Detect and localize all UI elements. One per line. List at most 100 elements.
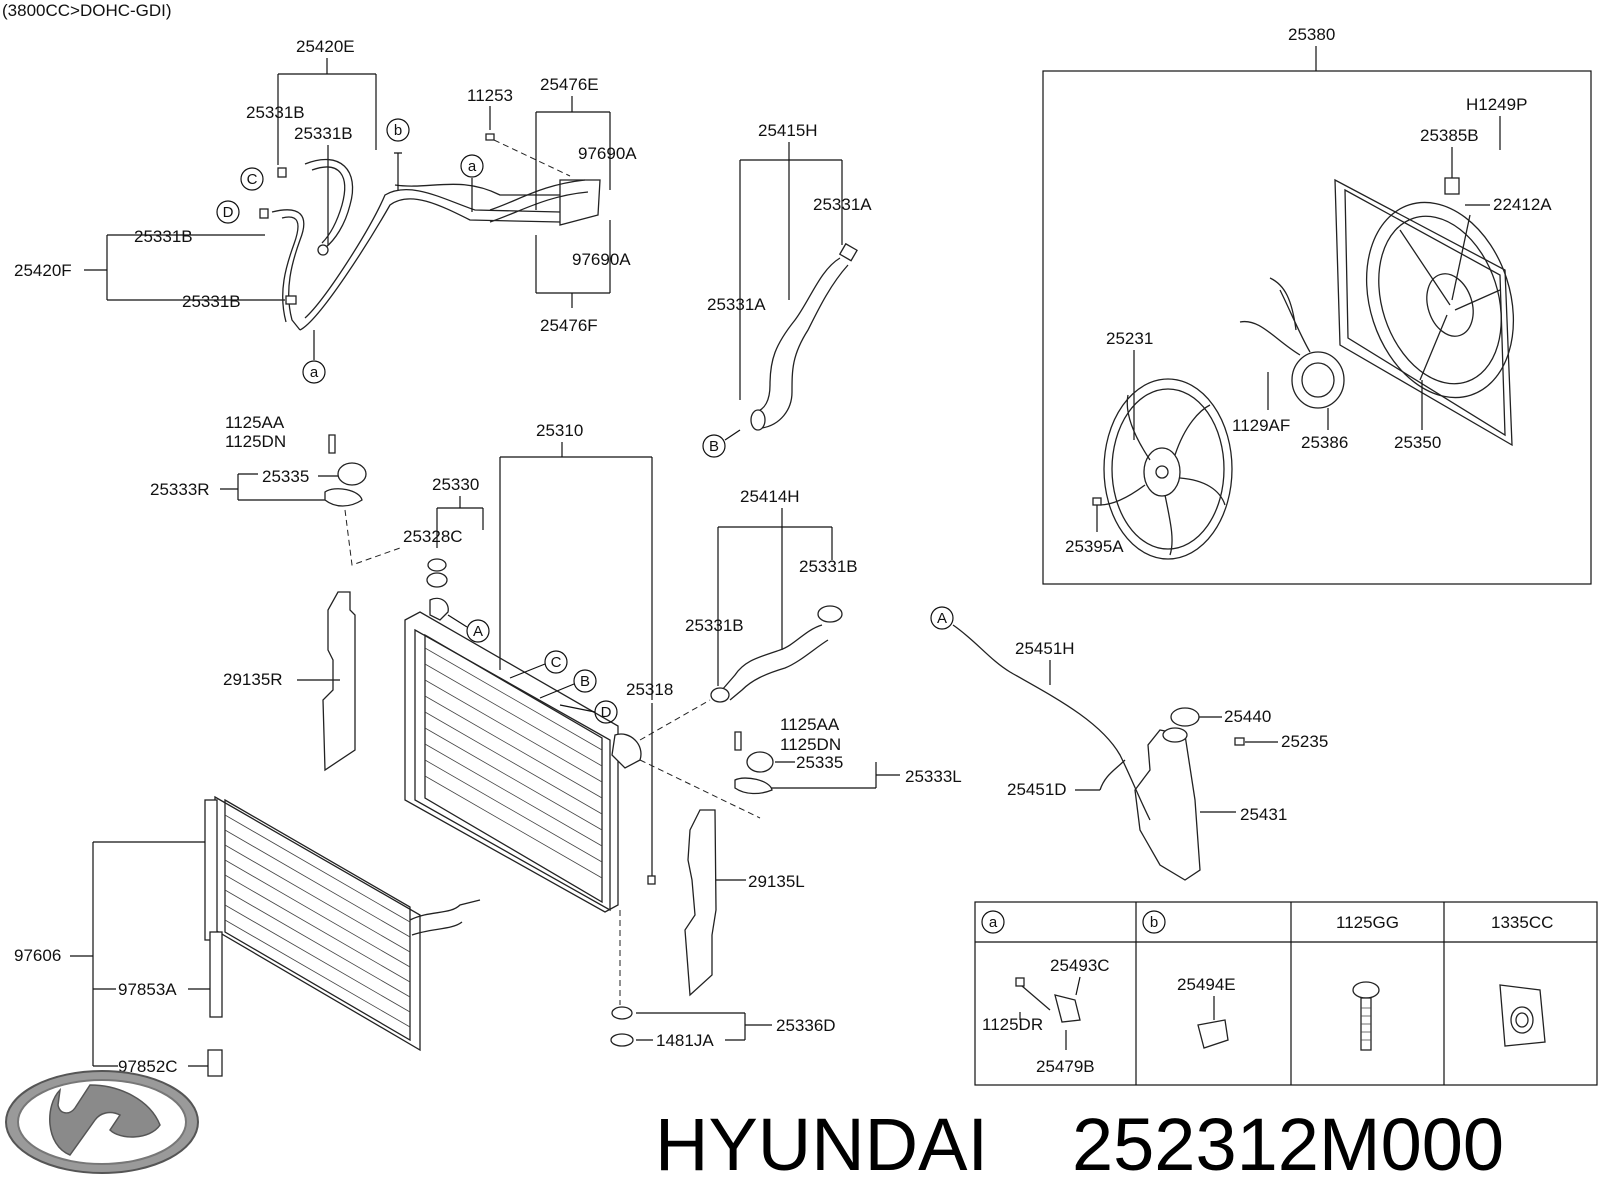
label-25331B: 25331B xyxy=(134,227,193,246)
right-mount-group: 1125AA 1125DN 25335 25333L 29135L xyxy=(684,715,962,997)
label-25331B: 25331B xyxy=(294,124,353,143)
label-25494E: 25494E xyxy=(1177,975,1236,994)
label-29135L: 29135L xyxy=(748,872,805,891)
label-25415H: 25415H xyxy=(758,121,818,140)
condenser-group: 97606 97853A 97852C xyxy=(14,795,481,1077)
label-25331B: 25331B xyxy=(182,292,241,311)
label-25493C: 25493C xyxy=(1050,956,1110,975)
ref-circle-c xyxy=(240,167,264,191)
engine-variant-note: (3800CC>DOHC-GDI) xyxy=(2,1,172,20)
ref-letter-b-upper: B xyxy=(709,438,719,455)
label-1125AA: 1125AA xyxy=(225,413,285,432)
ref-letter-a-upper: A xyxy=(473,623,483,640)
ref-circle-d xyxy=(216,200,240,224)
label-25333R: 25333R xyxy=(150,480,210,499)
label-1481JA: 1481JA xyxy=(656,1031,714,1050)
ref-letter-a: a xyxy=(468,158,477,175)
label-1125DN: 1125DN xyxy=(225,432,286,451)
label-25330: 25330 xyxy=(432,475,479,494)
ref-circle-b xyxy=(386,118,410,142)
table-header-1335CC: 1335CC xyxy=(1491,913,1553,932)
label-H1249P: H1249P xyxy=(1466,95,1527,114)
coolant-reservoir-group: A 25451H 25451D 25440 25235 25431 xyxy=(930,606,1328,881)
label-25336D: 25336D xyxy=(776,1016,836,1035)
label-25331A: 25331A xyxy=(707,295,766,314)
lower-radiator-hose-group: 25414H 25331B 25331B xyxy=(685,487,858,703)
label-29135R: 29135R xyxy=(223,670,283,689)
label-25386: 25386 xyxy=(1301,433,1348,452)
table-header-b-circle xyxy=(1142,910,1166,934)
ref-letter-a-reservoir: A xyxy=(937,610,947,627)
ref-circle-a-upper xyxy=(466,619,490,643)
label-25395A: 25395A xyxy=(1065,537,1124,556)
label-25451D: 25451D xyxy=(1007,780,1067,799)
label-97606: 97606 xyxy=(14,946,61,965)
left-mount-group: 1125AA 1125DN 25335 25333R 29135R xyxy=(150,413,401,772)
table-header-a-circle xyxy=(981,910,1005,934)
drain-plug-group: 25336D 1481JA xyxy=(610,910,836,1050)
fan-assembly-box xyxy=(1042,70,1592,585)
label-25331B: 25331B xyxy=(799,557,858,576)
brand-name: HYUNDAI xyxy=(655,1103,988,1186)
label-22412A: 22412A xyxy=(1493,195,1552,214)
upper-radiator-hose-group: 25415H 25331A 25331A B xyxy=(702,121,872,458)
radiator-group: 25310 25330 25328C A C B D 25318 xyxy=(403,421,761,913)
label-25479B: 25479B xyxy=(1036,1057,1095,1076)
ref-letter-c-lower: C xyxy=(551,654,562,671)
oil-cooler-hose-group: 25420E 25331B 25331B C D 25331B 25420F 2… xyxy=(14,37,637,384)
label-1125DN: 1125DN xyxy=(780,735,841,754)
label-25331A: 25331A xyxy=(813,195,872,214)
label-25380: 25380 xyxy=(1288,25,1335,44)
label-25335: 25335 xyxy=(796,753,843,772)
label-25310: 25310 xyxy=(536,421,583,440)
cooling-fan-assembly: 25380 H1249P 25385B 22412A 1129AF 25386 … xyxy=(1042,25,1592,585)
ref-circle-a xyxy=(302,360,326,384)
label-25476E: 25476E xyxy=(540,75,599,94)
table-header-1125GG: 1125GG xyxy=(1336,913,1399,932)
part-number: 252312M000 xyxy=(1072,1103,1504,1186)
label-25414H: 25414H xyxy=(740,487,800,506)
label-25231: 25231 xyxy=(1106,329,1153,348)
ref-circle-b-upper xyxy=(702,434,726,458)
ref-circle-a xyxy=(460,154,484,178)
label-25350: 25350 xyxy=(1394,433,1441,452)
label-25451H: 25451H xyxy=(1015,639,1075,658)
ref-letter-a: a xyxy=(310,364,319,381)
ref-circle-a-reservoir xyxy=(930,606,954,630)
label-25476F: 25476F xyxy=(540,316,598,335)
label-1125AA: 1125AA xyxy=(780,715,840,734)
ref-letter-d: D xyxy=(223,204,234,221)
label-25420E: 25420E xyxy=(296,37,355,56)
label-1129AF: 1129AF xyxy=(1232,416,1290,435)
table-header-a: a xyxy=(989,914,998,931)
label-25385B: 25385B xyxy=(1420,126,1479,145)
label-25431: 25431 xyxy=(1240,805,1287,824)
label-25335: 25335 xyxy=(262,467,309,486)
label-25331B: 25331B xyxy=(685,616,744,635)
hyundai-logo xyxy=(5,1070,199,1174)
ref-letter-b: b xyxy=(394,122,402,139)
label-25420F: 25420F xyxy=(14,261,72,280)
label-25318: 25318 xyxy=(626,680,673,699)
label-25331B: 25331B xyxy=(246,103,305,122)
label-1125DR: 1125DR xyxy=(982,1015,1043,1034)
ref-letter-b-lower: B xyxy=(580,673,590,690)
table-header-b: b xyxy=(1150,914,1158,931)
label-11253: 11253 xyxy=(467,86,513,105)
label-25440: 25440 xyxy=(1224,707,1271,726)
fastener-table: a b 1125GG 1335CC 25493C 1125DR 25479B 2… xyxy=(974,901,1598,1086)
ref-letter-d-lower: D xyxy=(601,704,612,721)
label-97852C: 97852C xyxy=(118,1057,178,1076)
label-97690A: 97690A xyxy=(572,250,631,269)
ref-circle-b-lower xyxy=(573,669,597,693)
bolt-icon xyxy=(1352,981,1380,1051)
ref-letter-c: C xyxy=(247,171,258,188)
label-97690A: 97690A xyxy=(578,144,637,163)
label-97853A: 97853A xyxy=(118,980,177,999)
label-25333L: 25333L xyxy=(905,767,962,786)
clip-nut-icon xyxy=(1499,984,1546,1047)
ref-circle-c-lower xyxy=(544,650,568,674)
label-25235: 25235 xyxy=(1281,732,1328,751)
table-frame xyxy=(974,901,1598,1086)
